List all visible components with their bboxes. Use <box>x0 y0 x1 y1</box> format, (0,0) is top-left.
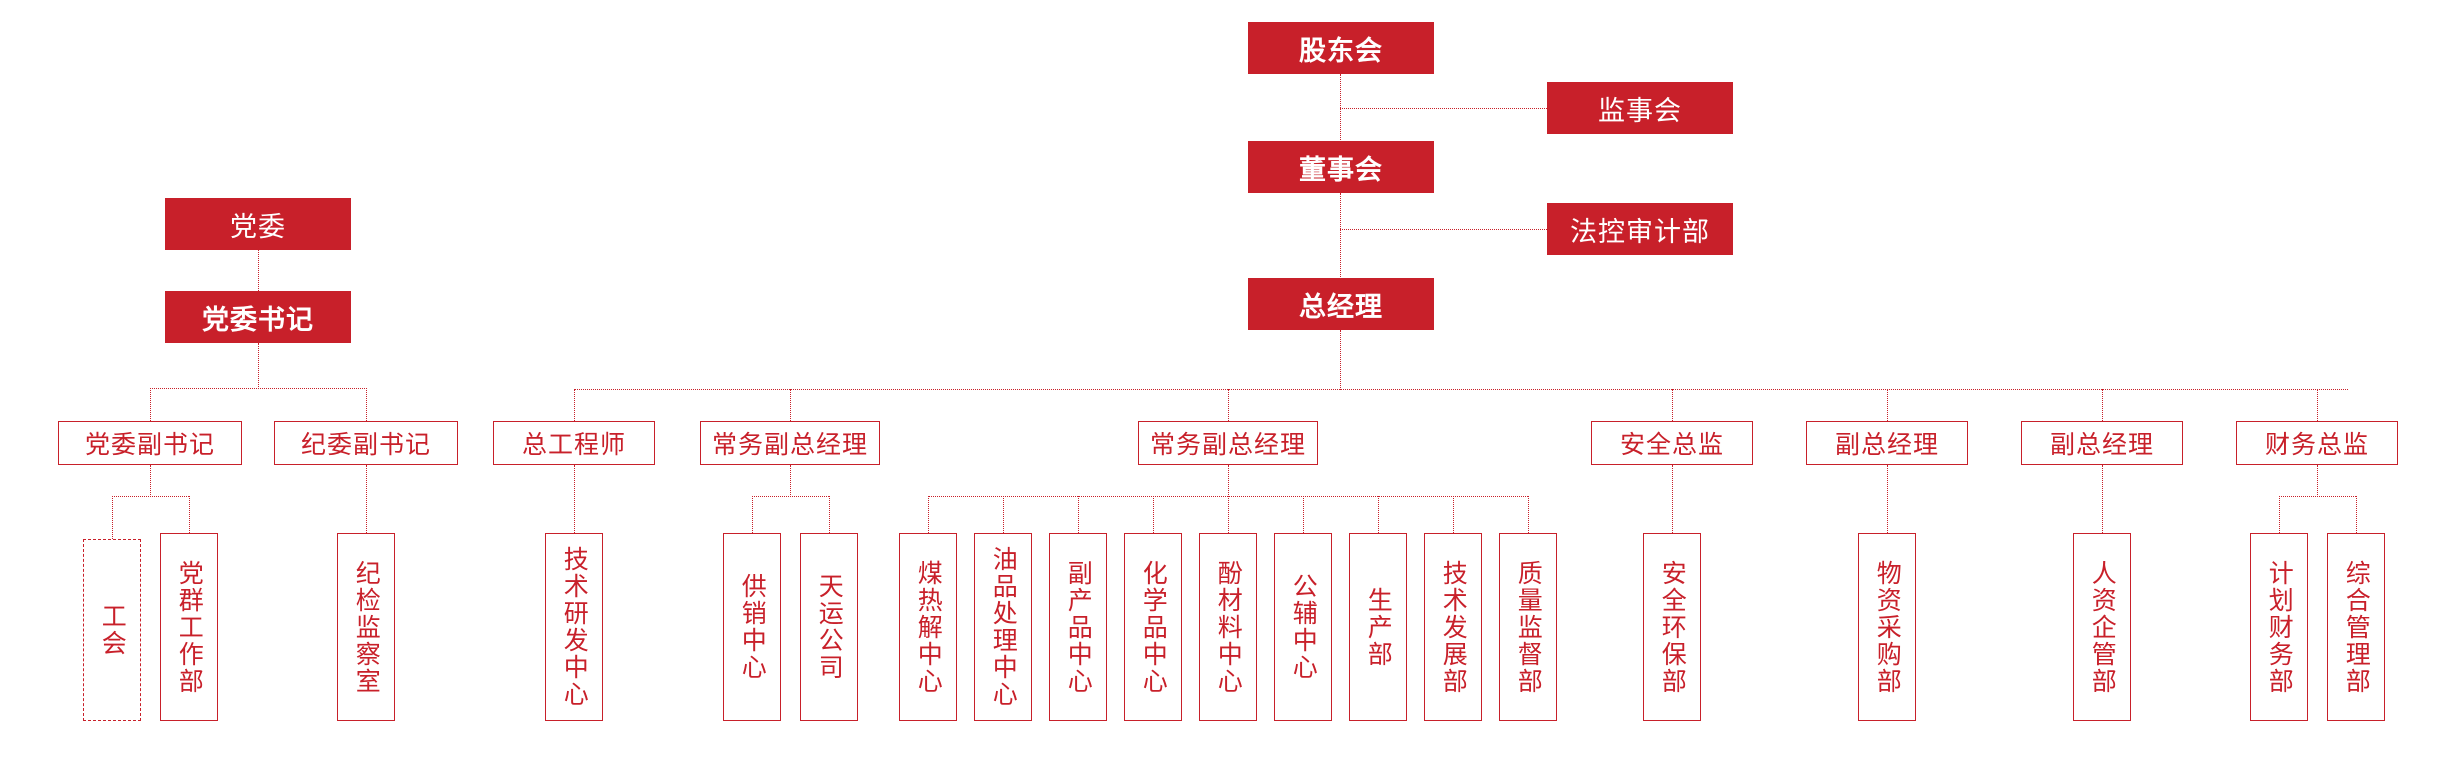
connector-dgm1-to-procurement <box>1887 465 1888 539</box>
node-shareholders-meeting[interactable]: 股东会 <box>1248 22 1434 74</box>
node-hr-enterprise-mgmt-dept[interactable]: 人资企管部 <box>2073 533 2131 721</box>
connector-bus-to-deputy-gm-2 <box>2102 389 2103 421</box>
connector-cfo-to-general-mgmt <box>2356 496 2357 539</box>
node-labor-union[interactable]: 工会 <box>83 539 141 721</box>
connector-partycommittee-to-secretary <box>258 250 259 301</box>
connector-cfo-down <box>2317 465 2318 497</box>
node-party-mass-work-dept[interactable]: 党群工作部 <box>160 533 218 721</box>
connector-dps-to-party-mass <box>189 496 190 539</box>
node-board-of-directors[interactable]: 董事会 <box>1248 141 1434 193</box>
connector-partybus-to-deputy-discipline-secretary <box>366 388 367 421</box>
connector-edgm2-to-oil <box>1003 496 1004 539</box>
node-oil-processing-center[interactable]: 油品处理中心 <box>974 533 1032 721</box>
node-cfo[interactable]: 财务总监 <box>2236 421 2398 465</box>
connector-edgm1-to-tianyun <box>829 496 830 539</box>
connector-main-bus <box>574 389 2348 390</box>
connector-bus-to-safety-director <box>1672 389 1673 421</box>
node-chief-engineer[interactable]: 总工程师 <box>493 421 655 465</box>
node-discipline-inspection-office[interactable]: 纪检监察室 <box>337 533 395 721</box>
connector-board-to-gm <box>1340 193 1341 293</box>
connector-bus-to-cfo <box>2317 389 2318 421</box>
connector-bus-to-chief-engineer <box>574 389 575 421</box>
node-deputy-gm-2[interactable]: 副总经理 <box>2021 421 2183 465</box>
connector-edgm2-to-quality <box>1528 496 1529 539</box>
connector-safety-to-hse <box>1672 465 1673 539</box>
node-supply-marketing-center[interactable]: 供销中心 <box>723 533 781 721</box>
node-tech-rd-center[interactable]: 技术研发中心 <box>545 533 603 721</box>
node-chemicals-center[interactable]: 化学品中心 <box>1124 533 1182 721</box>
connector-partybus-to-deputy-party-secretary <box>150 388 151 421</box>
connector-edgm1-bus <box>752 496 829 497</box>
connector-edgm1-down <box>790 465 791 497</box>
connector-edgm1-to-supply <box>752 496 753 539</box>
connector-cfo-to-planning <box>2279 496 2280 539</box>
node-materials-procurement-dept[interactable]: 物资采购部 <box>1858 533 1916 721</box>
connector-ce-to-rd <box>574 465 575 539</box>
connector-bus-to-deputy-gm-1 <box>1887 389 1888 421</box>
connector-edgm2-down <box>1228 465 1229 497</box>
node-byproduct-center[interactable]: 副产品中心 <box>1049 533 1107 721</box>
connector-edgm2-to-utilities <box>1303 496 1304 539</box>
node-quality-supervision-dept[interactable]: 质量监督部 <box>1499 533 1557 721</box>
node-legal-audit-dept[interactable]: 法控审计部 <box>1547 203 1733 255</box>
node-tech-development-dept[interactable]: 技术发展部 <box>1424 533 1482 721</box>
connector-party-bus <box>150 388 367 389</box>
connector-board-to-legalaudit <box>1340 229 1547 230</box>
node-party-secretary[interactable]: 党委书记 <box>165 291 351 343</box>
connector-dds-to-discipline-office <box>366 465 367 539</box>
node-coal-pyrolysis-center[interactable]: 煤热解中心 <box>899 533 957 721</box>
connector-edgm2-to-byproduct <box>1078 496 1079 539</box>
connector-dps-down <box>150 465 151 497</box>
node-supervisory-board[interactable]: 监事会 <box>1547 82 1733 134</box>
connector-edgm2-to-production <box>1378 496 1379 539</box>
connector-gm-to-bus <box>1340 330 1341 390</box>
connector-edgm2-to-chemicals <box>1153 496 1154 539</box>
node-general-manager[interactable]: 总经理 <box>1248 278 1434 330</box>
node-exec-deputy-gm-1[interactable]: 常务副总经理 <box>700 421 880 465</box>
connector-bus-to-exec-dgm-1 <box>790 389 791 421</box>
connector-edgm2-to-techdev <box>1453 496 1454 539</box>
connector-shareholders-to-board <box>1340 74 1341 150</box>
connector-secretary-to-partybus <box>258 343 259 389</box>
connector-bus-to-exec-dgm-2 <box>1228 389 1229 421</box>
connector-dps-to-union <box>112 496 113 539</box>
node-planning-finance-dept[interactable]: 计划财务部 <box>2250 533 2308 721</box>
node-phenol-materials-center[interactable]: 酚材料中心 <box>1199 533 1257 721</box>
node-tianyun-company[interactable]: 天运公司 <box>800 533 858 721</box>
node-exec-deputy-gm-2[interactable]: 常务副总经理 <box>1138 421 1318 465</box>
node-deputy-party-secretary[interactable]: 党委副书记 <box>58 421 242 465</box>
connector-dps-bus <box>112 496 189 497</box>
node-utilities-center[interactable]: 公辅中心 <box>1274 533 1332 721</box>
node-safety-environment-dept[interactable]: 安全环保部 <box>1643 533 1701 721</box>
node-party-committee[interactable]: 党委 <box>165 198 351 250</box>
node-deputy-discipline-secretary[interactable]: 纪委副书记 <box>274 421 458 465</box>
connector-edgm2-to-phenol <box>1228 496 1229 539</box>
connector-edgm2-to-coal <box>928 496 929 539</box>
node-deputy-gm-1[interactable]: 副总经理 <box>1806 421 1968 465</box>
connector-dgm2-to-hr <box>2102 465 2103 539</box>
connector-shareholders-to-supervisory <box>1340 108 1547 109</box>
node-safety-director[interactable]: 安全总监 <box>1591 421 1753 465</box>
connector-cfo-bus <box>2279 496 2356 497</box>
node-general-management-dept[interactable]: 综合管理部 <box>2327 533 2385 721</box>
node-production-dept[interactable]: 生产部 <box>1349 533 1407 721</box>
